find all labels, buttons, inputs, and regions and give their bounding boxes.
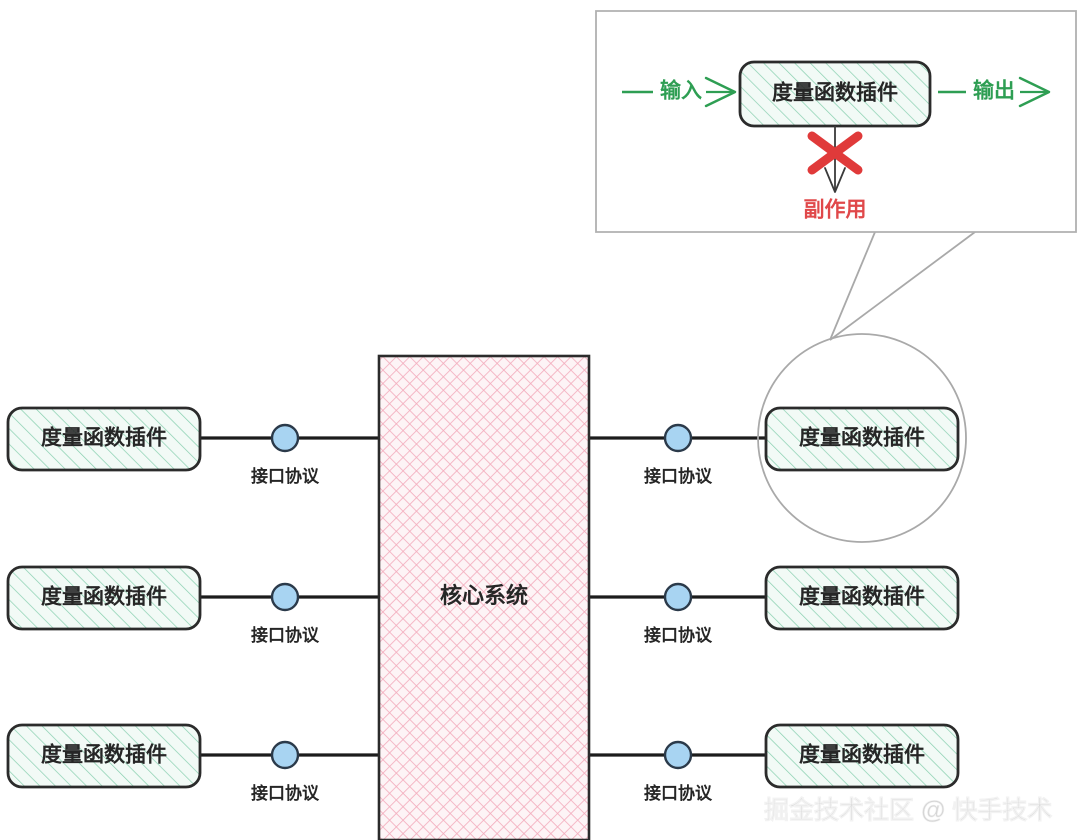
connector-left-1[interactable]: 接口协议 — [251, 423, 320, 486]
callout-leader-line-right — [829, 231, 976, 341]
left-plugin-2[interactable]: 度量函数插件 — [6, 565, 202, 631]
plugin-label: 度量函数插件 — [799, 585, 925, 609]
plugin-label: 度量函数插件 — [772, 81, 898, 105]
magnifier-highlight[interactable]: 度量函数插件 — [757, 333, 967, 543]
plugin-box — [6, 723, 202, 789]
right-plugin-2[interactable]: 度量函数插件 — [764, 565, 960, 631]
output-label: 输出 — [973, 79, 1015, 103]
connector-label: 接口协议 — [251, 466, 320, 486]
x-mark-stroke-b — [807, 131, 863, 175]
input-arrow-group: 输入 — [622, 76, 737, 108]
callout-leader-lines — [829, 231, 976, 341]
connector-label: 接口协议 — [251, 783, 320, 803]
connector-right-2[interactable]: 接口协议 — [644, 582, 713, 645]
connector-label: 接口协议 — [644, 625, 713, 645]
left-plugin-1[interactable]: 度量函数插件 — [6, 406, 202, 472]
callout-leader-line-left — [829, 231, 876, 341]
plugin-label: 度量函数插件 — [799, 743, 925, 767]
connector-right-1[interactable]: 接口协议 — [644, 423, 713, 486]
input-label: 输入 — [660, 79, 702, 103]
core-system-node[interactable]: 核心系统 — [377, 354, 591, 840]
callout-plugin-node[interactable]: 度量函数插件 — [738, 60, 932, 128]
connector-dot-icon — [270, 740, 300, 770]
right-plugin-3[interactable]: 度量函数插件 — [764, 723, 960, 789]
x-mark-icon — [807, 131, 863, 175]
core-system-box — [377, 354, 591, 840]
callout-panel[interactable]: 度量函数插件 输入 输出 — [595, 10, 1077, 233]
connector-dot-icon — [270, 423, 300, 453]
side-effect-arrowhead-icon — [824, 167, 846, 193]
plugin-label: 度量函数插件 — [41, 426, 167, 450]
connector-left-3[interactable]: 接口协议 — [251, 740, 320, 803]
connector-dot-icon — [663, 582, 693, 612]
connector-dot-icon — [663, 423, 693, 453]
side-effect-label: 副作用 — [804, 198, 867, 222]
connector-label: 接口协议 — [644, 783, 713, 803]
output-arrow-group: 输出 — [938, 76, 1051, 108]
plugin-label: 度量函数插件 — [41, 585, 167, 609]
plugin-box — [6, 565, 202, 631]
connector-label: 接口协议 — [251, 625, 320, 645]
left-plugin-3[interactable]: 度量函数插件 — [6, 723, 202, 789]
plugin-box — [764, 723, 960, 789]
plugin-box — [764, 406, 960, 472]
connector-dot-icon — [270, 582, 300, 612]
plugin-box — [764, 565, 960, 631]
magnifier-circle — [757, 333, 967, 543]
connector-dot-icon — [663, 740, 693, 770]
plugin-label: 度量函数插件 — [799, 426, 925, 450]
connector-left-2[interactable]: 接口协议 — [251, 582, 320, 645]
connector-right-3[interactable]: 接口协议 — [644, 740, 713, 803]
connector-label: 接口协议 — [644, 466, 713, 486]
plugin-box — [6, 406, 202, 472]
core-system-label: 核心系统 — [440, 583, 528, 608]
plugin-label: 度量函数插件 — [41, 743, 167, 767]
watermark-label: 掘金技术社区 @ 快手技术 — [764, 796, 1052, 825]
